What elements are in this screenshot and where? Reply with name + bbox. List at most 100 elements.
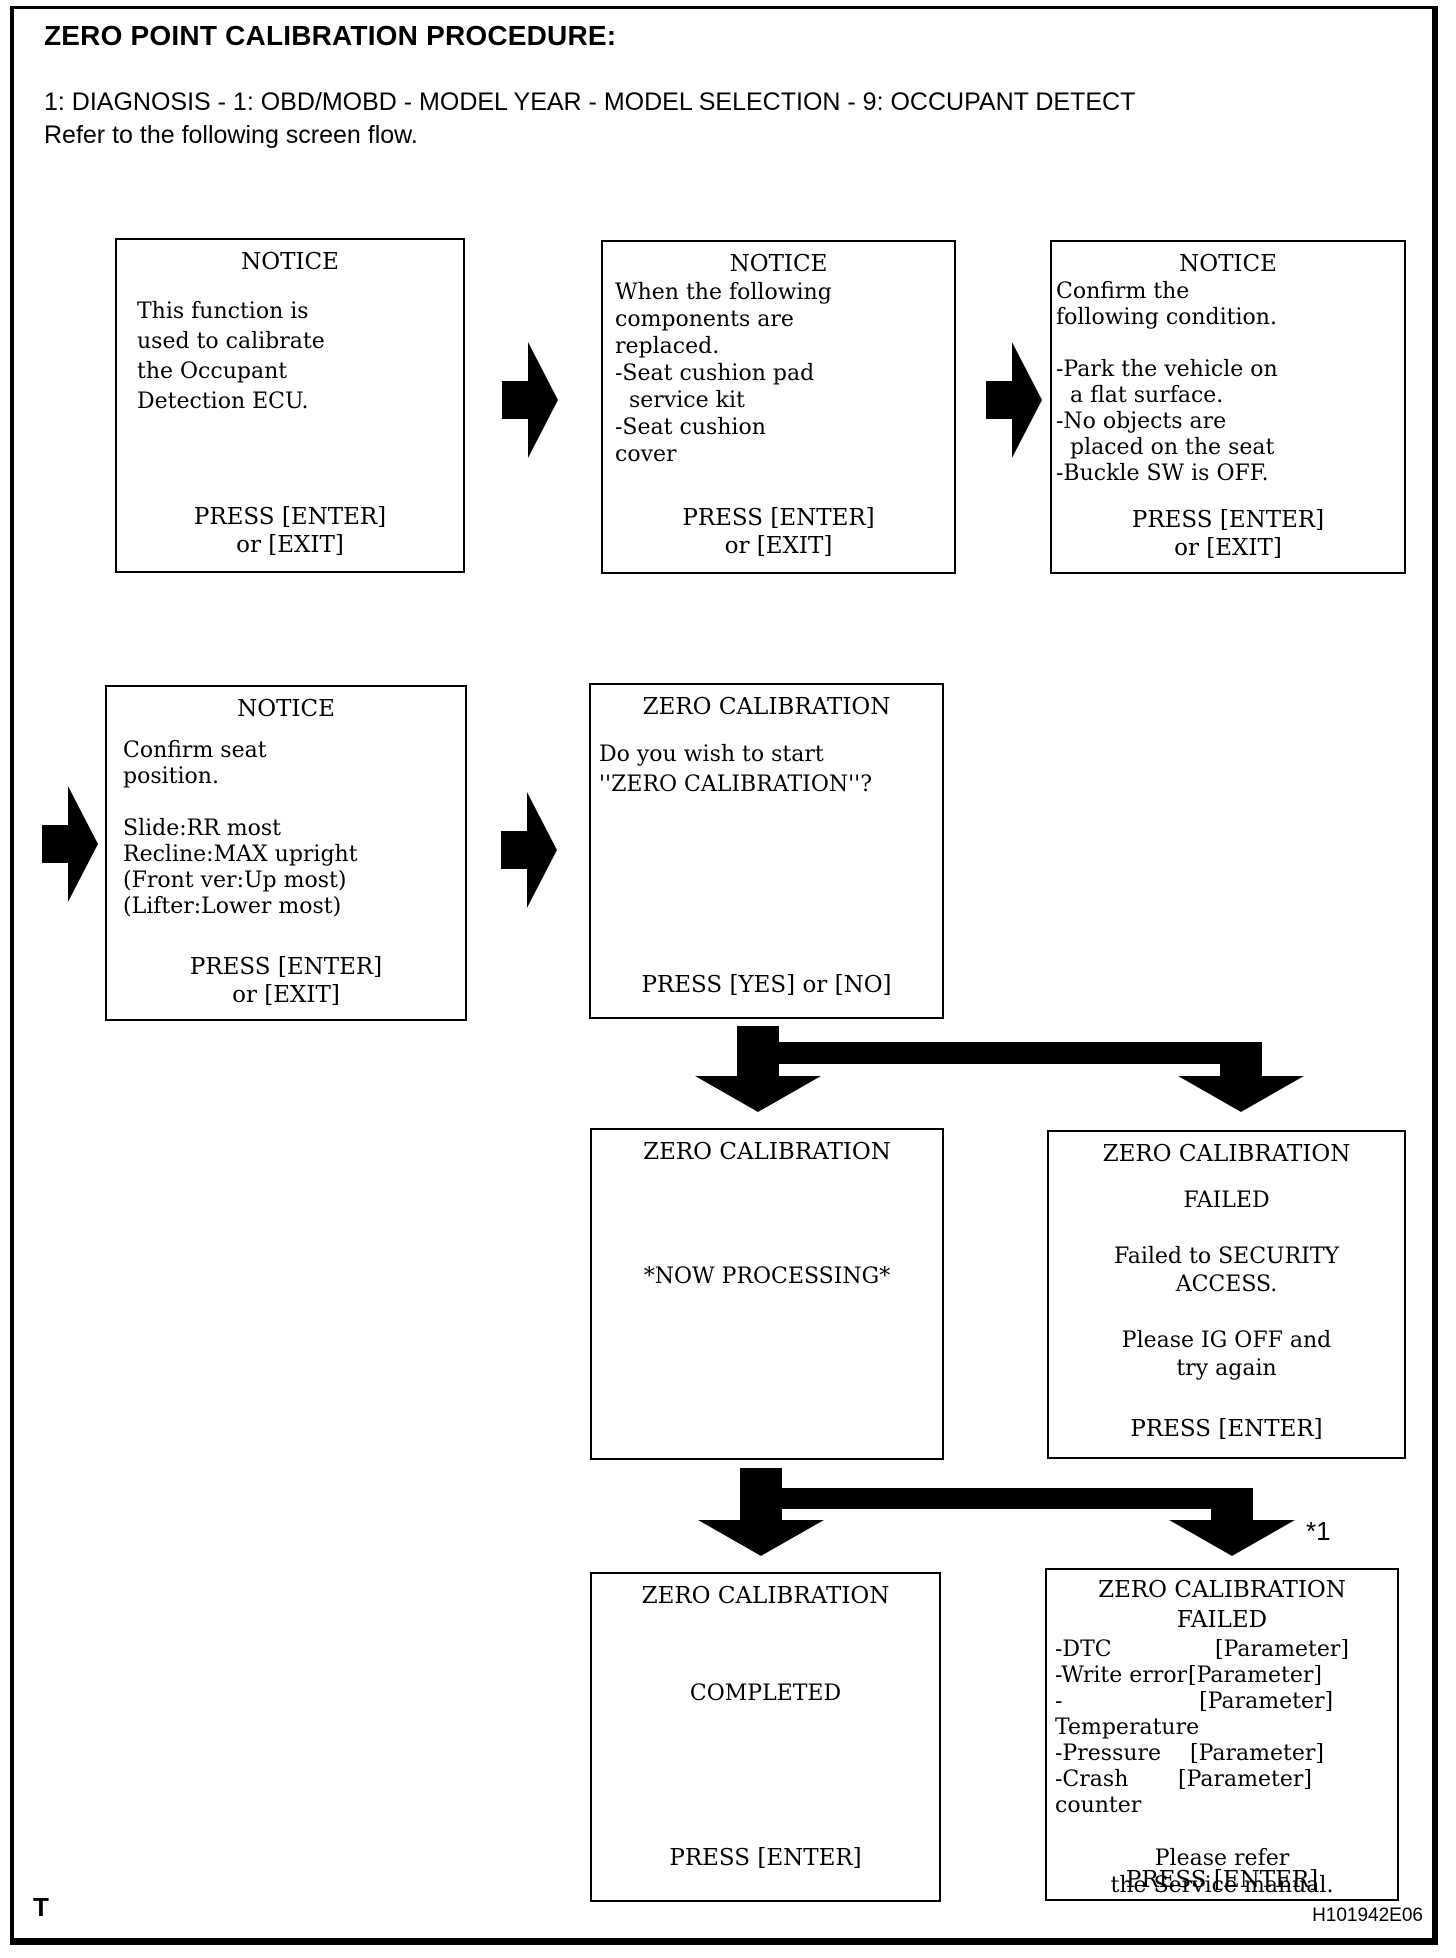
parameter-value: [Parameter] xyxy=(1199,1689,1334,1714)
screen-text-line: placed on the seat xyxy=(1056,435,1275,460)
flow-arrow-right-icon xyxy=(502,342,558,458)
branch-arrow-stem xyxy=(1211,1488,1253,1522)
screen-text-line: components are xyxy=(615,307,794,332)
screen-text: FAILED Failed to SECURITY ACCESS. Please IG… xyxy=(1049,1187,1404,1383)
screen-text-line: Confirm the xyxy=(1056,279,1190,304)
screen-text-line: or [EXIT] xyxy=(232,982,340,1008)
parameter-row: -Pressure [Parameter] xyxy=(1047,1741,1397,1767)
parameter-row: -Crash counter[Parameter] xyxy=(1047,1767,1397,1819)
screen-text-line: PRESS [ENTER] xyxy=(1131,507,1325,533)
page-border xyxy=(10,6,1438,1945)
screen-text-line: This function is xyxy=(137,299,309,324)
press-hint: PRESS [ENTER] xyxy=(1049,1415,1404,1443)
screen-title: NOTICE xyxy=(241,249,339,275)
arrow-tail xyxy=(42,825,69,863)
screen-text-line: PRESS [ENTER] xyxy=(682,505,875,531)
screen-text-line: -No objects are xyxy=(1056,409,1227,434)
screen-title: ZERO CALIBRATION xyxy=(643,1139,891,1165)
flow-arrow-right-icon xyxy=(501,792,557,908)
screen-text-line xyxy=(1049,1215,1404,1243)
figure-code: H101942E06 xyxy=(1312,1905,1423,1926)
screen-text-line: or [EXIT] xyxy=(1174,535,1282,561)
screen-title: NOTICE xyxy=(729,251,828,277)
screen-text-line: Failed to SECURITY xyxy=(1113,1244,1340,1269)
parameter-value: [Parameter] xyxy=(1188,1663,1322,1688)
menu-path: 1: DIAGNOSIS - 1: OBD/MOBD - MODEL YEAR … xyxy=(44,88,1136,116)
screen-text-line: Do you wish to start xyxy=(599,742,824,767)
parameter-row: -Write error[Parameter] xyxy=(1047,1663,1397,1689)
parameter-value: [Parameter] xyxy=(1215,1637,1349,1662)
screen-text-line: used to calibrate xyxy=(137,329,325,354)
zero-calibration-processing-screen: ZERO CALIBRATION *NOW PROCESSING* xyxy=(590,1128,944,1460)
page-marker: T xyxy=(33,1892,49,1922)
branch-arrow-bar xyxy=(740,1488,1253,1509)
arrow-tail xyxy=(986,381,1013,419)
screen-text-line: a flat surface. xyxy=(1056,383,1224,408)
press-hint: PRESS [YES] or [NO] xyxy=(591,971,942,999)
screen-text-line: Recline:MAX upright xyxy=(123,842,358,867)
screen-text-line: service kit xyxy=(615,388,745,413)
parameter-label: -Pressure xyxy=(1055,1741,1162,1766)
branch-arrow-stem xyxy=(1220,1042,1262,1078)
press-hint: PRESS [ENTER]or [EXIT] xyxy=(1052,506,1404,562)
notice-function-screen: NOTICE This function is used to calibrate… xyxy=(115,238,465,573)
screen-text-line: or [EXIT] xyxy=(236,532,344,558)
screen-text-line: or [EXIT] xyxy=(724,533,833,559)
screen-text-line: Confirm seat xyxy=(123,738,267,763)
screen-text-line: ACCESS. xyxy=(1175,1272,1278,1297)
screen-text-line: position. xyxy=(123,764,219,789)
zero-calibration-completed-screen: ZERO CALIBRATION COMPLETED PRESS [ENTER] xyxy=(590,1572,941,1902)
screen-text-line: PRESS [ENTER] xyxy=(1130,1416,1323,1442)
screen-subtitle: FAILED xyxy=(1176,1607,1268,1633)
screen-text-line xyxy=(1049,1299,1404,1327)
screen-title: NOTICE xyxy=(237,696,335,722)
branch-arrow-bar xyxy=(737,1042,1262,1064)
down-arrow-head-icon xyxy=(698,1520,824,1556)
arrow-head xyxy=(527,792,557,908)
screen-text-line: -Park the vehicle on xyxy=(1056,357,1278,382)
arrow-head xyxy=(1012,342,1042,458)
parameter-label: -Crash counter xyxy=(1055,1767,1142,1818)
screen-text-line: replaced. xyxy=(615,334,720,359)
screen-title: NOTICE xyxy=(1179,251,1277,277)
flow-arrow-right-icon xyxy=(986,342,1042,458)
screen-text-line: try again xyxy=(1176,1356,1277,1381)
screen-text-line: the Service manual. xyxy=(1110,1873,1334,1898)
parameter-value: [Parameter] xyxy=(1190,1741,1324,1766)
screen-text-line: Please IG OFF and xyxy=(1121,1328,1332,1353)
down-arrow-head-icon xyxy=(1178,1076,1304,1112)
screen-text-line: -Seat cushion pad xyxy=(615,361,815,386)
screen-text-line: (Lifter:Lower most) xyxy=(123,894,342,919)
screen-text-line: COMPLETED xyxy=(689,1681,842,1706)
parameter-row: -DTC[Parameter] xyxy=(1047,1637,1397,1663)
press-hint: PRESS [ENTER] xyxy=(592,1844,939,1872)
press-hint: PRESS [ENTER] xyxy=(1047,1866,1397,1894)
screen-text-line: -Buckle SW is OFF. xyxy=(1056,461,1269,486)
screen-text-line: -Seat cushion xyxy=(615,415,766,440)
arrow-tail xyxy=(502,381,529,419)
screen-text-line: PRESS [ENTER] xyxy=(1125,1867,1319,1893)
screen-text-line: PRESS [ENTER] xyxy=(669,1845,862,1871)
screen-title: ZERO CALIBRATION xyxy=(1098,1577,1346,1603)
screen-text-line: Detection ECU. xyxy=(137,389,309,414)
footnote-marker: *1 xyxy=(1306,1516,1331,1546)
flow-arrow-right-icon xyxy=(42,786,98,902)
zero-calibration-failed-parameters-screen: ZERO CALIBRATION FAILED -DTC[Parameter]-… xyxy=(1045,1568,1399,1901)
screen-text: Do you wish to start''ZERO CALIBRATION''… xyxy=(591,740,942,800)
parameter-row: -Temperature[Parameter] xyxy=(1047,1689,1397,1741)
arrow-head xyxy=(528,342,558,458)
screen-text-line: cover xyxy=(615,442,677,467)
parameter-list: -DTC[Parameter]-Write error[Parameter]-T… xyxy=(1047,1637,1397,1819)
screen-text-line: FAILED xyxy=(1183,1188,1270,1213)
screen-text-line: Slide:RR most xyxy=(123,816,282,841)
parameter-label: -Write error xyxy=(1055,1663,1188,1688)
screen-title: ZERO CALIBRATION xyxy=(641,1583,890,1609)
press-hint: PRESS [ENTER]or [EXIT] xyxy=(107,953,465,1009)
